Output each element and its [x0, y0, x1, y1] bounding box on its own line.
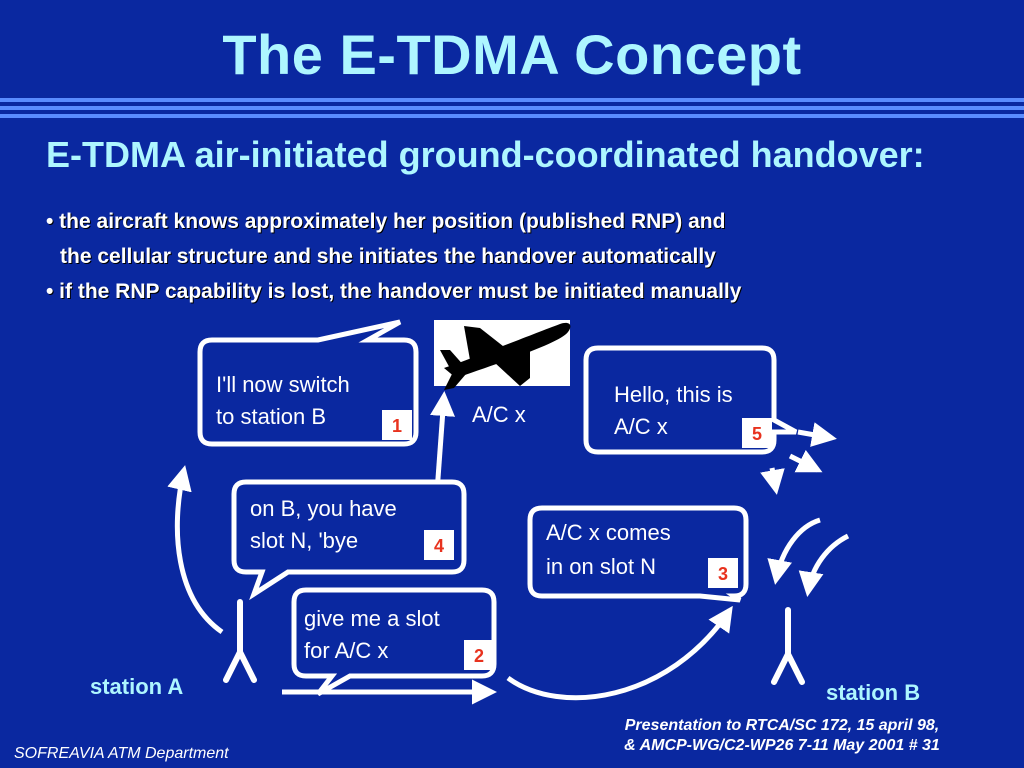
station-b-antenna: station B [771, 607, 920, 705]
antenna-icon [771, 607, 805, 685]
airplane-icon [440, 322, 571, 390]
station-a-label: station A [90, 674, 183, 699]
arrow-bubble-4-to-aircraft [430, 391, 456, 493]
step-badge-2: 2 [474, 646, 484, 666]
bubble-1-line-1: I'll now switch [216, 372, 350, 397]
footer-department: SOFREAVIA ATM Department [14, 745, 229, 762]
bubble-4-line-2: slot N, 'bye [250, 528, 358, 553]
subheading: E-TDMA air-initiated ground-coordinated … [46, 134, 925, 175]
antenna-icon [223, 599, 257, 683]
arrow-station-b-curve-1 [767, 517, 821, 585]
message-bubble-4: on B, you have slot N, 'bye 4 [231, 479, 467, 601]
arrow-bubble-2-to-bubble-3 [506, 605, 733, 701]
bubble-3-line-1: A/C x comes [546, 520, 671, 545]
message-bubble-3: A/C x comes in on slot N 3 [527, 505, 749, 603]
slide-title: The E-TDMA Concept [222, 23, 802, 86]
bubble-4-line-1: on B, you have [250, 496, 397, 521]
bullet-2: • if the RNP capability is lost, the han… [46, 280, 742, 303]
bubble-5-line-1: Hello, this is [614, 382, 733, 407]
step-badge-1: 1 [392, 416, 402, 436]
title-rule-3 [0, 114, 1024, 118]
bubble-2-line-1: give me a slot [304, 606, 440, 631]
bullet-1-line-2: the cellular structure and she initiates… [60, 245, 716, 268]
arrow-small-3 [760, 467, 785, 495]
aircraft: A/C x [434, 320, 571, 427]
bullet-list: • the aircraft knows approximately her p… [46, 204, 1016, 309]
station-b-label: station B [826, 680, 920, 705]
arrow-station-b-curve-2 [798, 533, 850, 597]
bubble-5-line-2: A/C x [614, 414, 668, 439]
step-badge-5: 5 [752, 424, 762, 444]
arrow-station-a-to-bubble-1 [167, 465, 224, 635]
station-a-antenna: station A [90, 599, 257, 699]
bubble-2-line-2: for A/C x [304, 638, 388, 663]
footer-presentation-line-1: Presentation to RTCA/SC 172, 15 april 98… [624, 717, 940, 734]
arrow-small-1 [797, 422, 837, 447]
message-bubble-2: give me a slot for A/C x 2 [291, 587, 497, 697]
title-rule-1 [0, 98, 1024, 102]
aircraft-label: A/C x [472, 402, 526, 427]
bubble-3-line-2: in on slot N [546, 554, 656, 579]
step-badge-4: 4 [434, 536, 444, 556]
bubble-1-line-2: to station B [216, 404, 326, 429]
bullet-1-line-1: • the aircraft knows approximately her p… [46, 210, 726, 233]
footer-presentation-line-2: & AMCP-WG/C2-WP26 7-11 May 2001 # 31 [624, 737, 940, 754]
message-bubble-1: I'll now switch to station B 1 [197, 319, 419, 447]
arrow-small-2 [788, 449, 823, 473]
title-rule-2 [0, 106, 1024, 110]
message-bubble-5: Hello, this is A/C x 5 [583, 345, 798, 455]
step-badge-3: 3 [718, 564, 728, 584]
footer-presentation: Presentation to RTCA/SC 172, 15 april 98… [562, 716, 1002, 756]
